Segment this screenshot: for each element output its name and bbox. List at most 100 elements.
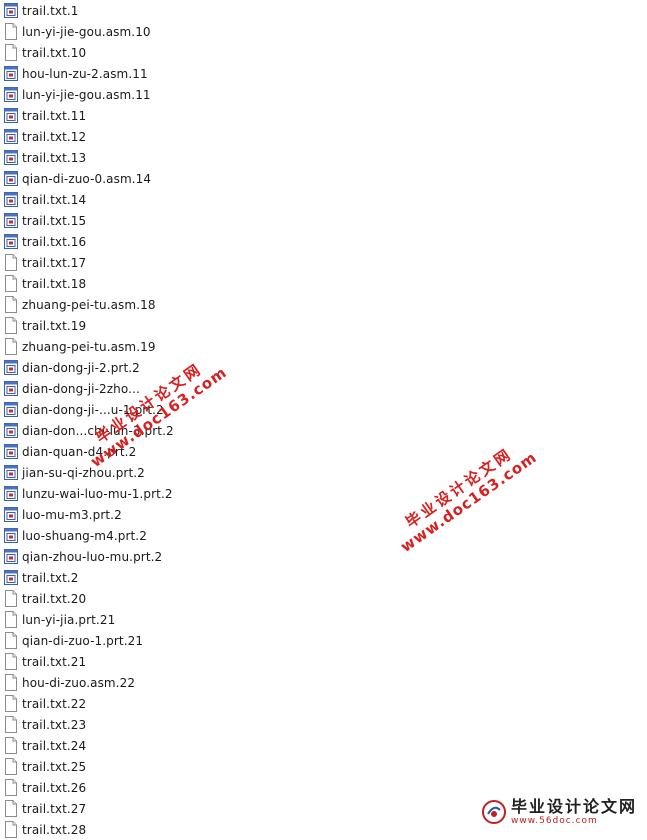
file-item[interactable]: jian-su-qi-zhou.prt.2 (4, 462, 145, 483)
file-item[interactable]: dian-quan-d4.prt.2 (4, 441, 136, 462)
plain-file-icon (5, 338, 17, 355)
file-item[interactable]: lun-yi-jie-gou.asm.10 (4, 21, 151, 42)
file-item[interactable]: trail.txt.1 (4, 0, 79, 21)
file-name: dian-dong-ji-...u-1.prt.2 (22, 402, 164, 417)
file-item[interactable]: dian-dong-ji-2zho... (4, 378, 140, 399)
file-name: trail.txt.22 (22, 696, 87, 711)
colored-file-icon (4, 360, 18, 375)
logo-title: 毕业设计论文网 (510, 797, 637, 816)
file-item[interactable]: trail.txt.21 (4, 651, 86, 672)
file-name: trail.txt.13 (22, 150, 87, 165)
file-item[interactable]: dian-dong-ji-2.prt.2 (4, 357, 140, 378)
file-name: trail.txt.10 (22, 45, 87, 60)
file-item[interactable]: trail.txt.12 (4, 126, 86, 147)
plain-file-icon (5, 800, 17, 817)
colored-file-icon (4, 3, 18, 18)
file-item[interactable]: trail.txt.15 (4, 210, 86, 231)
plain-file-icon (5, 254, 17, 271)
watermark-title: 毕业设计论文网 (402, 444, 516, 532)
file-name: trail.txt.16 (22, 234, 87, 249)
file-name: trail.txt.21 (22, 654, 87, 669)
logo-url: www.56doc.com (510, 816, 598, 826)
file-name: lun-yi-jia.prt.21 (22, 612, 116, 627)
plain-file-icon (5, 44, 17, 61)
file-item[interactable]: dian-dong-ji-...u-1.prt.2 (4, 399, 164, 420)
colored-file-icon (4, 423, 18, 438)
file-item[interactable]: lunzu-wai-luo-mu-1.prt.2 (4, 483, 173, 504)
plain-file-icon (5, 296, 17, 313)
colored-file-icon (4, 150, 18, 165)
file-name: lun-yi-jie-gou.asm.10 (22, 24, 151, 39)
colored-file-icon (4, 507, 18, 522)
file-name: hou-lun-zu-2.asm.11 (22, 66, 148, 81)
file-item[interactable]: lun-yi-jie-gou.asm.11 (4, 84, 151, 105)
watermark-url: www.doc163.com (396, 447, 540, 556)
file-name: trail.txt.19 (22, 318, 87, 333)
file-item[interactable]: trail.txt.16 (4, 231, 86, 252)
file-item[interactable]: trail.txt.19 (4, 315, 86, 336)
colored-file-icon (4, 87, 18, 102)
colored-file-icon (4, 66, 18, 81)
file-item[interactable]: trail.txt.27 (4, 798, 86, 819)
file-item[interactable]: trail.txt.25 (4, 756, 86, 777)
file-name: zhuang-pei-tu.asm.19 (22, 339, 156, 354)
file-name: trail.txt.27 (22, 801, 87, 816)
colored-file-icon (4, 381, 18, 396)
file-name: trail.txt.18 (22, 276, 87, 291)
file-item[interactable]: lun-yi-jia.prt.21 (4, 609, 115, 630)
file-item[interactable]: trail.txt.26 (4, 777, 86, 798)
file-name: luo-mu-m3.prt.2 (22, 507, 122, 522)
file-name: qian-di-zuo-1.prt.21 (22, 633, 144, 648)
file-item[interactable]: luo-shuang-m4.prt.2 (4, 525, 147, 546)
file-item[interactable]: trail.txt.22 (4, 693, 86, 714)
file-item[interactable]: trail.txt.24 (4, 735, 86, 756)
file-item[interactable]: qian-zhou-luo-mu.prt.2 (4, 546, 162, 567)
plain-file-icon (5, 23, 17, 40)
file-name: trail.txt.26 (22, 780, 87, 795)
file-name: trail.txt.14 (22, 192, 87, 207)
colored-file-icon (4, 549, 18, 564)
colored-file-icon (4, 234, 18, 249)
plain-file-icon (5, 779, 17, 796)
file-item[interactable]: trail.txt.18 (4, 273, 86, 294)
file-item[interactable]: trail.txt.10 (4, 42, 86, 63)
colored-file-icon (4, 528, 18, 543)
plain-file-icon (5, 674, 17, 691)
colored-file-icon (4, 108, 18, 123)
file-item[interactable]: trail.txt.17 (4, 252, 86, 273)
file-name: jian-su-qi-zhou.prt.2 (22, 465, 145, 480)
file-name: luo-shuang-m4.prt.2 (22, 528, 147, 543)
file-name: trail.txt.12 (22, 129, 87, 144)
file-item[interactable]: qian-di-zuo-1.prt.21 (4, 630, 143, 651)
file-name: trail.txt.2 (22, 570, 79, 585)
file-name: trail.txt.17 (22, 255, 87, 270)
file-item[interactable]: trail.txt.14 (4, 189, 86, 210)
file-item[interactable]: zhuang-pei-tu.asm.19 (4, 336, 156, 357)
file-name: trail.txt.25 (22, 759, 87, 774)
file-item[interactable]: dian-don...chi-lun-3.prt.2 (4, 420, 174, 441)
file-item[interactable]: hou-di-zuo.asm.22 (4, 672, 135, 693)
file-name: lunzu-wai-luo-mu-1.prt.2 (22, 486, 173, 501)
file-name: trail.txt.23 (22, 717, 87, 732)
site-logo: 毕业设计论文网 www.56doc.com (481, 798, 637, 826)
plain-file-icon (5, 590, 17, 607)
file-item[interactable]: trail.txt.2 (4, 567, 79, 588)
file-name: lun-yi-jie-gou.asm.11 (22, 87, 151, 102)
file-item[interactable]: trail.txt.23 (4, 714, 86, 735)
file-name: hou-di-zuo.asm.22 (22, 675, 136, 690)
file-item[interactable]: luo-mu-m3.prt.2 (4, 504, 122, 525)
plain-file-icon (5, 611, 17, 628)
file-name: dian-dong-ji-2zho... (22, 381, 140, 396)
file-item[interactable]: hou-lun-zu-2.asm.11 (4, 63, 148, 84)
file-item[interactable]: trail.txt.20 (4, 588, 86, 609)
file-item[interactable]: zhuang-pei-tu.asm.18 (4, 294, 156, 315)
file-item[interactable]: qian-di-zuo-0.asm.14 (4, 168, 151, 189)
file-name: trail.txt.15 (22, 213, 87, 228)
colored-file-icon (4, 402, 18, 417)
file-item[interactable]: trail.txt.11 (4, 105, 86, 126)
file-name: dian-dong-ji-2.prt.2 (22, 360, 140, 375)
plain-file-icon (5, 695, 17, 712)
file-item[interactable]: trail.txt.13 (4, 147, 86, 168)
plain-file-icon (5, 758, 17, 775)
colored-file-icon (4, 570, 18, 585)
